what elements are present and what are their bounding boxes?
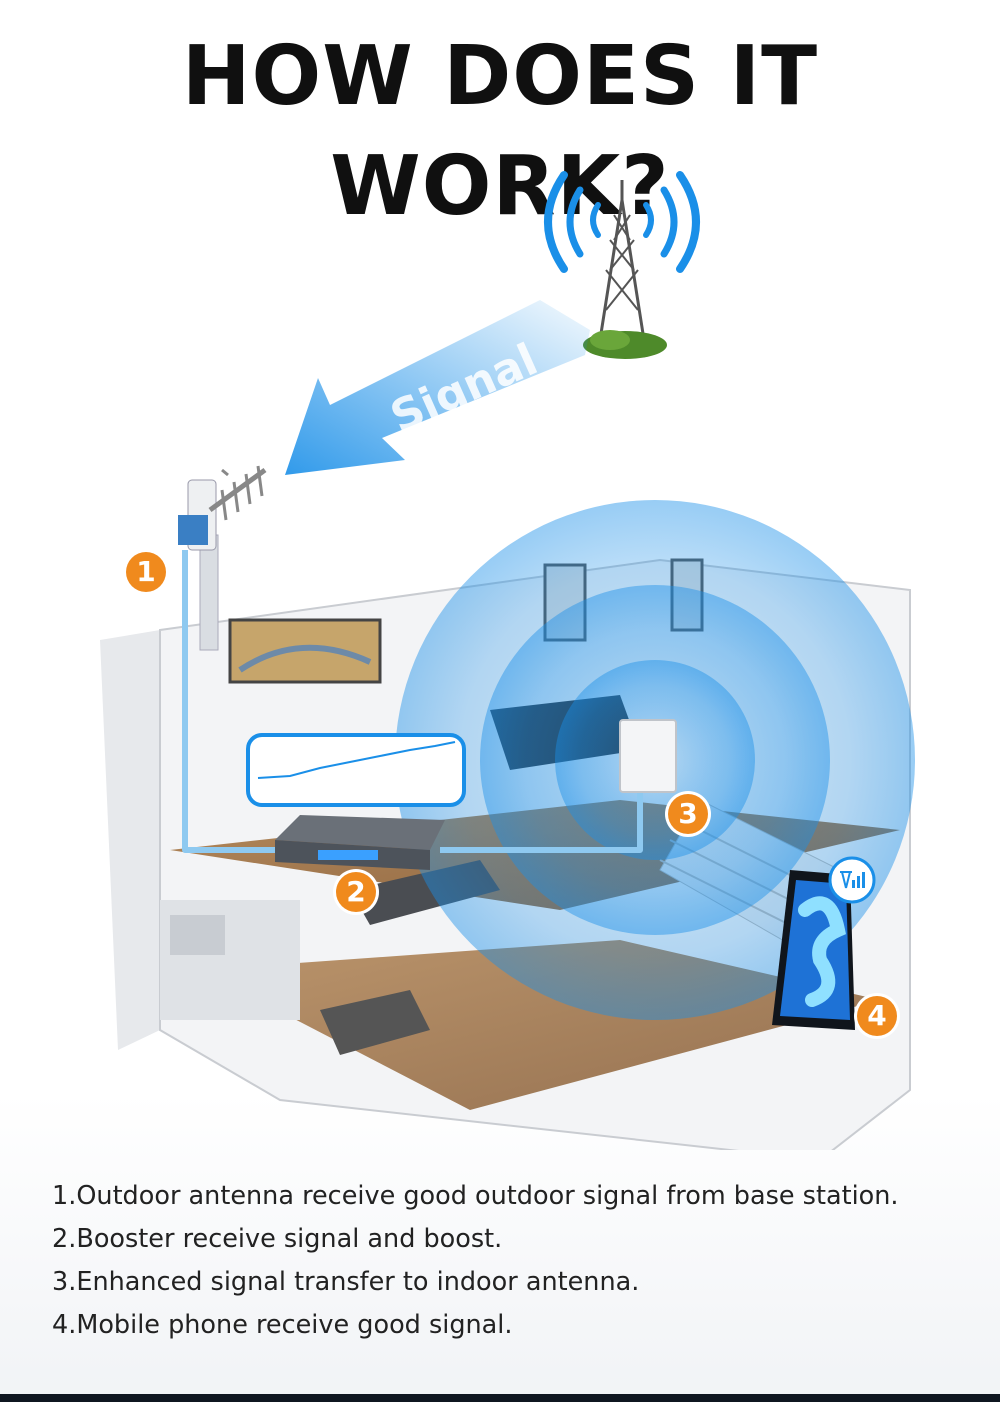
page-title: HOW DOES IT WORK? xyxy=(181,29,819,234)
step-badge-3: 3 xyxy=(668,794,708,834)
signal-arrow: Signal xyxy=(285,300,590,475)
step-badge-1: 1 xyxy=(126,552,166,592)
coax-cable xyxy=(182,550,643,853)
step-item-4: 4.Mobile phone receive good signal. xyxy=(52,1310,513,1340)
signal-waves-icon xyxy=(544,171,700,273)
step-item-2: 2.Booster receive signal and boost. xyxy=(52,1224,503,1254)
signal-strength-icon xyxy=(828,856,876,904)
panel-antenna-icon xyxy=(619,719,677,793)
smartphone-icon xyxy=(772,870,855,1030)
booster-icon xyxy=(275,815,445,870)
illustration: Signal xyxy=(100,171,915,1150)
cell-tower-icon xyxy=(583,180,667,359)
step-badge-2: 2 xyxy=(336,872,376,912)
step-item-3: 3.Enhanced signal transfer to indoor ant… xyxy=(52,1267,640,1297)
step-badge-4: 4 xyxy=(857,996,897,1036)
steps-list: 1.Outdoor antenna receive good outdoor s… xyxy=(52,1175,899,1347)
bottom-divider xyxy=(0,1394,1000,1402)
signal-graph-card xyxy=(246,733,466,807)
step-item-1: 1.Outdoor antenna receive good outdoor s… xyxy=(52,1181,899,1211)
yagi-antenna-icon xyxy=(178,465,267,651)
